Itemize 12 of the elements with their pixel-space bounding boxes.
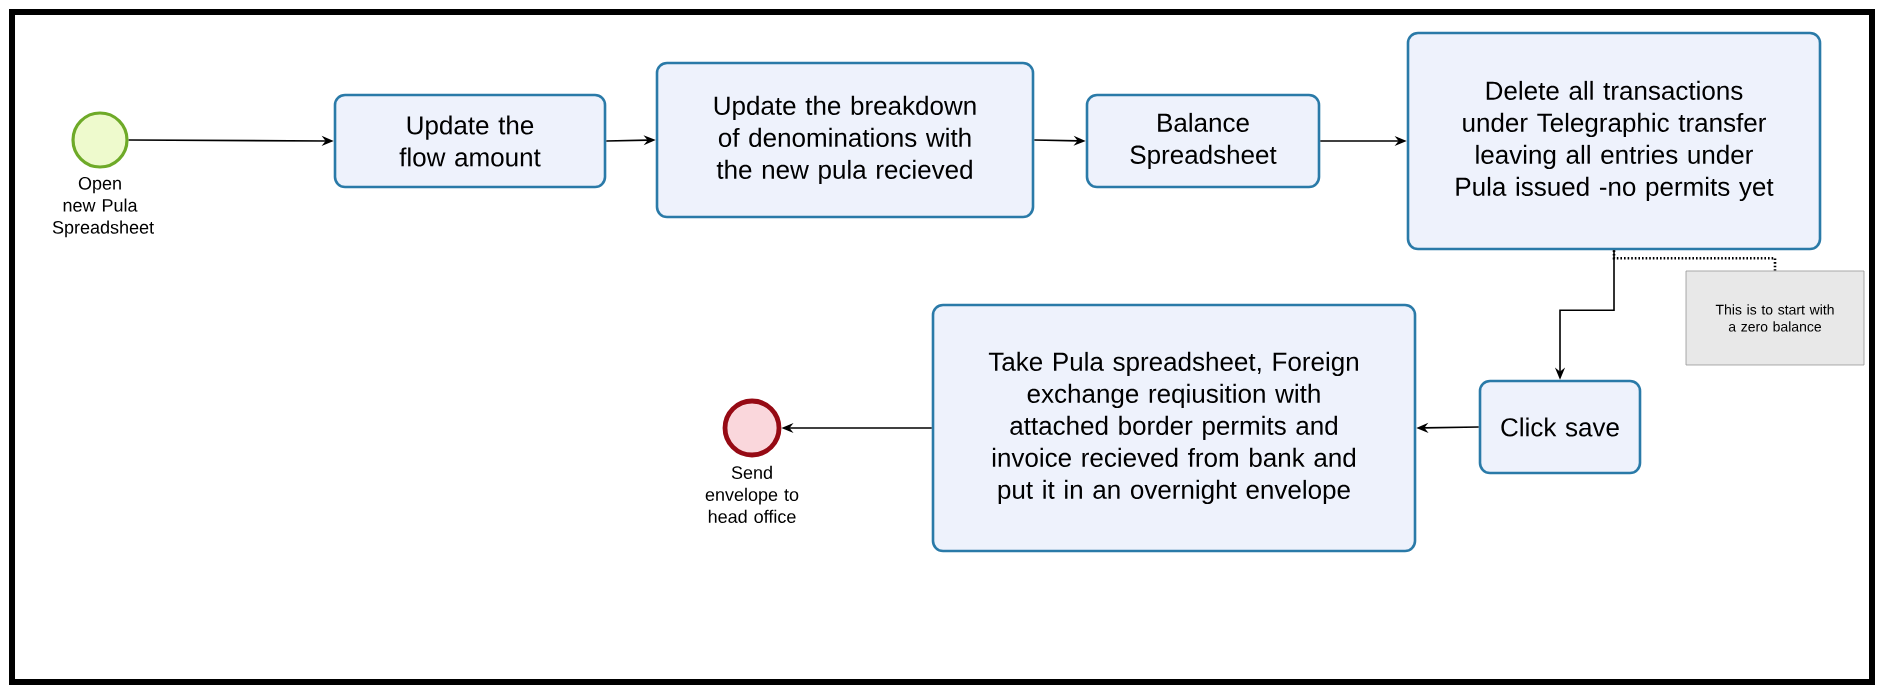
event-label: Send envelope to head office <box>705 465 799 524</box>
task-box: Take Pula spreadsheet, Foreign exchange reqiusition with attached border permits and invoice recieved from bank and put it in an overnight envelope <box>931 303 1417 553</box>
task-box: Balance Spreadsheet <box>1085 93 1321 189</box>
task-box: Click save <box>1478 379 1642 475</box>
start-event-circle <box>71 111 129 169</box>
annotation-box: This is to start with a zero balance <box>1685 270 1865 366</box>
task-box: Update the breakdown of denominations with the new pula recieved <box>655 61 1035 219</box>
end-event-circle <box>722 398 782 458</box>
task-box: Update the flow amount <box>333 93 607 189</box>
event-label: Open new Pula Spreadsheet <box>52 177 154 238</box>
leader-line <box>1612 250 1777 271</box>
task-box: Delete all transactions under Telegraphic transfer leaving all entries under Pula issued -no permits yet <box>1406 31 1822 251</box>
